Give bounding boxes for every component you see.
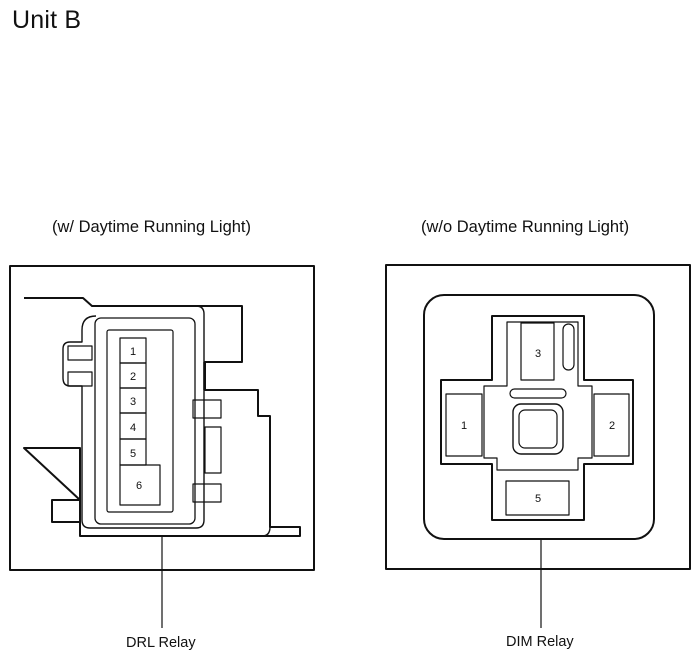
drl-right-tab-2 (204, 426, 222, 474)
dim-cross-inner (483, 321, 593, 471)
dim-relay-diagram: 3 1 2 5 (385, 264, 691, 628)
drl-caption: (w/ Daytime Running Light) (52, 218, 251, 236)
drl-pin-label: 1 (130, 346, 136, 358)
dim-bar (509, 388, 567, 399)
dim-center-outer (512, 403, 564, 455)
dim-frame (385, 264, 691, 570)
drl-left-tab-1 (67, 345, 93, 361)
drl-pin-2: 2 (119, 362, 147, 389)
page-title: Unit B (12, 6, 82, 34)
drl-right-tab-1 (192, 399, 222, 419)
drl-left-tab-2 (67, 371, 93, 387)
dim-pin-5: 5 (505, 480, 570, 516)
drl-pin-1: 1 (119, 337, 147, 364)
dim-pin-label: 1 (461, 420, 467, 432)
drl-housing-outline (23, 297, 301, 537)
drl-right-tab-3 (192, 483, 222, 503)
drl-pin-label: 3 (130, 396, 136, 408)
dim-housing (423, 294, 655, 540)
dim-pin-3: 3 (520, 322, 555, 381)
dim-relay-label: DIM Relay (506, 634, 574, 650)
dim-cross-base (440, 315, 634, 521)
dim-center-inner (518, 409, 558, 449)
dim-slot (562, 323, 575, 371)
drl-pin-5: 5 (119, 438, 147, 466)
drl-pin-label: 2 (130, 371, 136, 383)
drl-cavity-inner (106, 329, 174, 513)
drl-inner-body (80, 305, 271, 537)
dim-pin-label: 2 (609, 420, 615, 432)
dim-pin-2: 2 (593, 393, 630, 457)
dim-pin-1: 1 (445, 393, 483, 457)
drl-relay-diagram: 1 2 3 4 5 6 (9, 265, 315, 628)
drl-relay-label: DRL Relay (126, 635, 196, 651)
dim-pin-label: 5 (535, 493, 541, 505)
drl-cavity-outer (94, 317, 196, 525)
drl-pin-6: 6 (119, 464, 161, 506)
drl-pin-3: 3 (119, 387, 147, 414)
drl-latch-outline (62, 315, 205, 529)
dim-caption: (w/o Daytime Running Light) (421, 218, 630, 236)
drl-pin-label: 5 (130, 448, 136, 460)
dim-pin-label: 3 (535, 348, 541, 360)
drl-pin-label: 6 (136, 480, 142, 492)
drl-pin-label: 4 (130, 422, 136, 434)
drl-pin-4: 4 (119, 412, 147, 440)
